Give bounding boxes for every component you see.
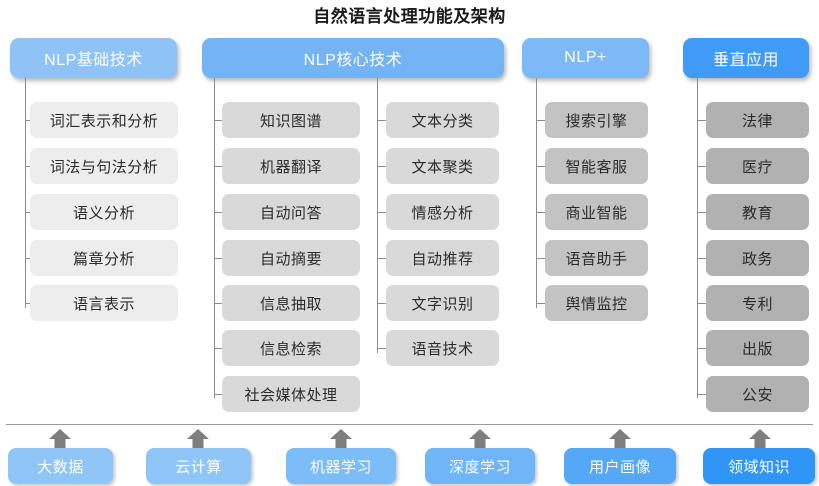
node-core-left-3[interactable]: 自动问答: [222, 194, 360, 230]
column-header-vertical-apps[interactable]: 垂直应用: [683, 38, 809, 78]
node-vertical-6[interactable]: 出版: [706, 330, 809, 366]
node-plus-5[interactable]: 舆情监控: [545, 285, 648, 321]
node-vertical-3[interactable]: 教育: [706, 194, 809, 230]
up-arrow-icon-2: [186, 428, 210, 450]
column-header-nlp-basic[interactable]: NLP基础技术: [10, 38, 177, 78]
foundation-node-4[interactable]: 深度学习: [425, 448, 535, 484]
connector-trunk-basic: [25, 78, 26, 308]
up-arrow-icon-3: [329, 428, 353, 450]
column-header-nlp-plus[interactable]: NLP+: [522, 38, 649, 78]
node-vertical-4[interactable]: 政务: [706, 240, 809, 276]
up-arrow-icon-6: [748, 428, 772, 450]
node-core-right-3[interactable]: 情感分析: [386, 194, 499, 230]
node-core-left-2[interactable]: 机器翻译: [222, 148, 360, 184]
foundation-node-3[interactable]: 机器学习: [286, 448, 396, 484]
connector-trunk-vertical: [697, 78, 698, 398]
node-basic-2[interactable]: 词法与句法分析: [30, 148, 178, 184]
node-plus-1[interactable]: 搜索引擎: [545, 102, 648, 138]
node-core-left-1[interactable]: 知识图谱: [222, 102, 360, 138]
connector-trunk-core-left: [214, 78, 215, 398]
up-arrow-icon-5: [608, 428, 632, 450]
foundation-divider: [6, 424, 813, 425]
node-core-right-6[interactable]: 语音技术: [386, 330, 499, 366]
page-title: 自然语言处理功能及架构: [313, 7, 506, 26]
node-basic-4[interactable]: 篇章分析: [30, 240, 178, 276]
node-basic-1[interactable]: 词汇表示和分析: [30, 102, 178, 138]
column-header-nlp-core[interactable]: NLP核心技术: [202, 38, 504, 78]
node-plus-3[interactable]: 商业智能: [545, 194, 648, 230]
node-core-left-5[interactable]: 信息抽取: [222, 285, 360, 321]
connector-trunk-core-right: [377, 78, 378, 353]
node-core-right-2[interactable]: 文本聚类: [386, 148, 499, 184]
node-core-left-4[interactable]: 自动摘要: [222, 240, 360, 276]
foundation-node-1[interactable]: 大数据: [8, 448, 113, 484]
connector-trunk-plus: [536, 78, 537, 308]
foundation-node-5[interactable]: 用户画像: [564, 448, 676, 484]
foundation-node-2[interactable]: 云计算: [146, 448, 251, 484]
node-core-left-6[interactable]: 信息检索: [222, 330, 360, 366]
node-vertical-2[interactable]: 医疗: [706, 148, 809, 184]
node-plus-4[interactable]: 语音助手: [545, 240, 648, 276]
node-vertical-7[interactable]: 公安: [706, 376, 809, 412]
node-basic-5[interactable]: 语言表示: [30, 285, 178, 321]
up-arrow-icon-4: [468, 428, 492, 450]
node-basic-3[interactable]: 语义分析: [30, 194, 178, 230]
node-core-right-1[interactable]: 文本分类: [386, 102, 499, 138]
up-arrow-icon-1: [48, 428, 72, 450]
node-vertical-5[interactable]: 专利: [706, 285, 809, 321]
node-core-right-5[interactable]: 文字识别: [386, 285, 499, 321]
foundation-node-6[interactable]: 领域知识: [703, 448, 815, 484]
node-core-right-4[interactable]: 自动推荐: [386, 240, 499, 276]
node-core-left-7[interactable]: 社会媒体处理: [222, 376, 360, 412]
node-vertical-1[interactable]: 法律: [706, 102, 809, 138]
node-plus-2[interactable]: 智能客服: [545, 148, 648, 184]
